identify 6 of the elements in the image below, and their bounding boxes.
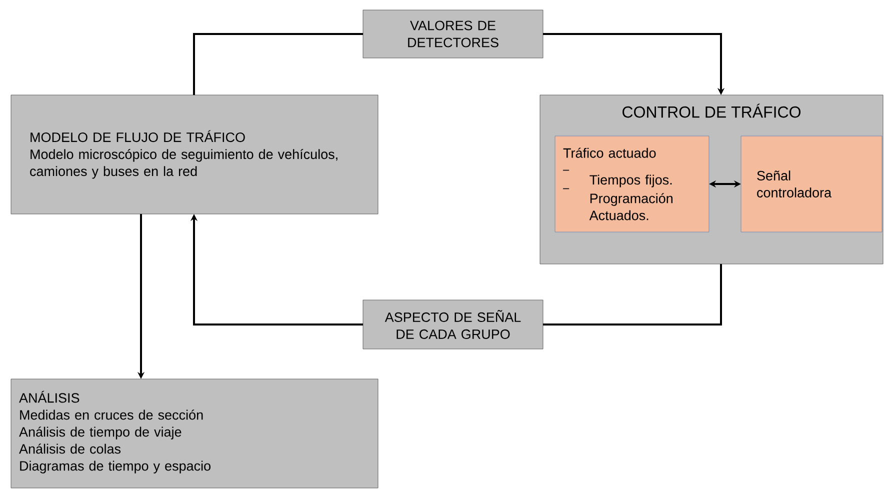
process-box: MODELO DE FLUJO DE TRÁFICO Modelo microscópico de seguimiento de vehículos, camiones y buses en la red — [10, 94, 378, 214]
process-box: Tráfico actuado Tiempos fijos. Programación Actuados. — [554, 136, 710, 232]
label-box: VALORES DE DETECTORES — [362, 10, 544, 58]
process-box: ANÁLISIS Medidas en cruces de sección Análisis de tiempo de viaje Análisis de colas Diagramas de tiempo y espacio — [10, 378, 378, 488]
label-box: ASPECTO DE SEÑAL DE CADA GRUPO — [362, 300, 544, 350]
process-box: Señal controladora — [740, 136, 882, 232]
